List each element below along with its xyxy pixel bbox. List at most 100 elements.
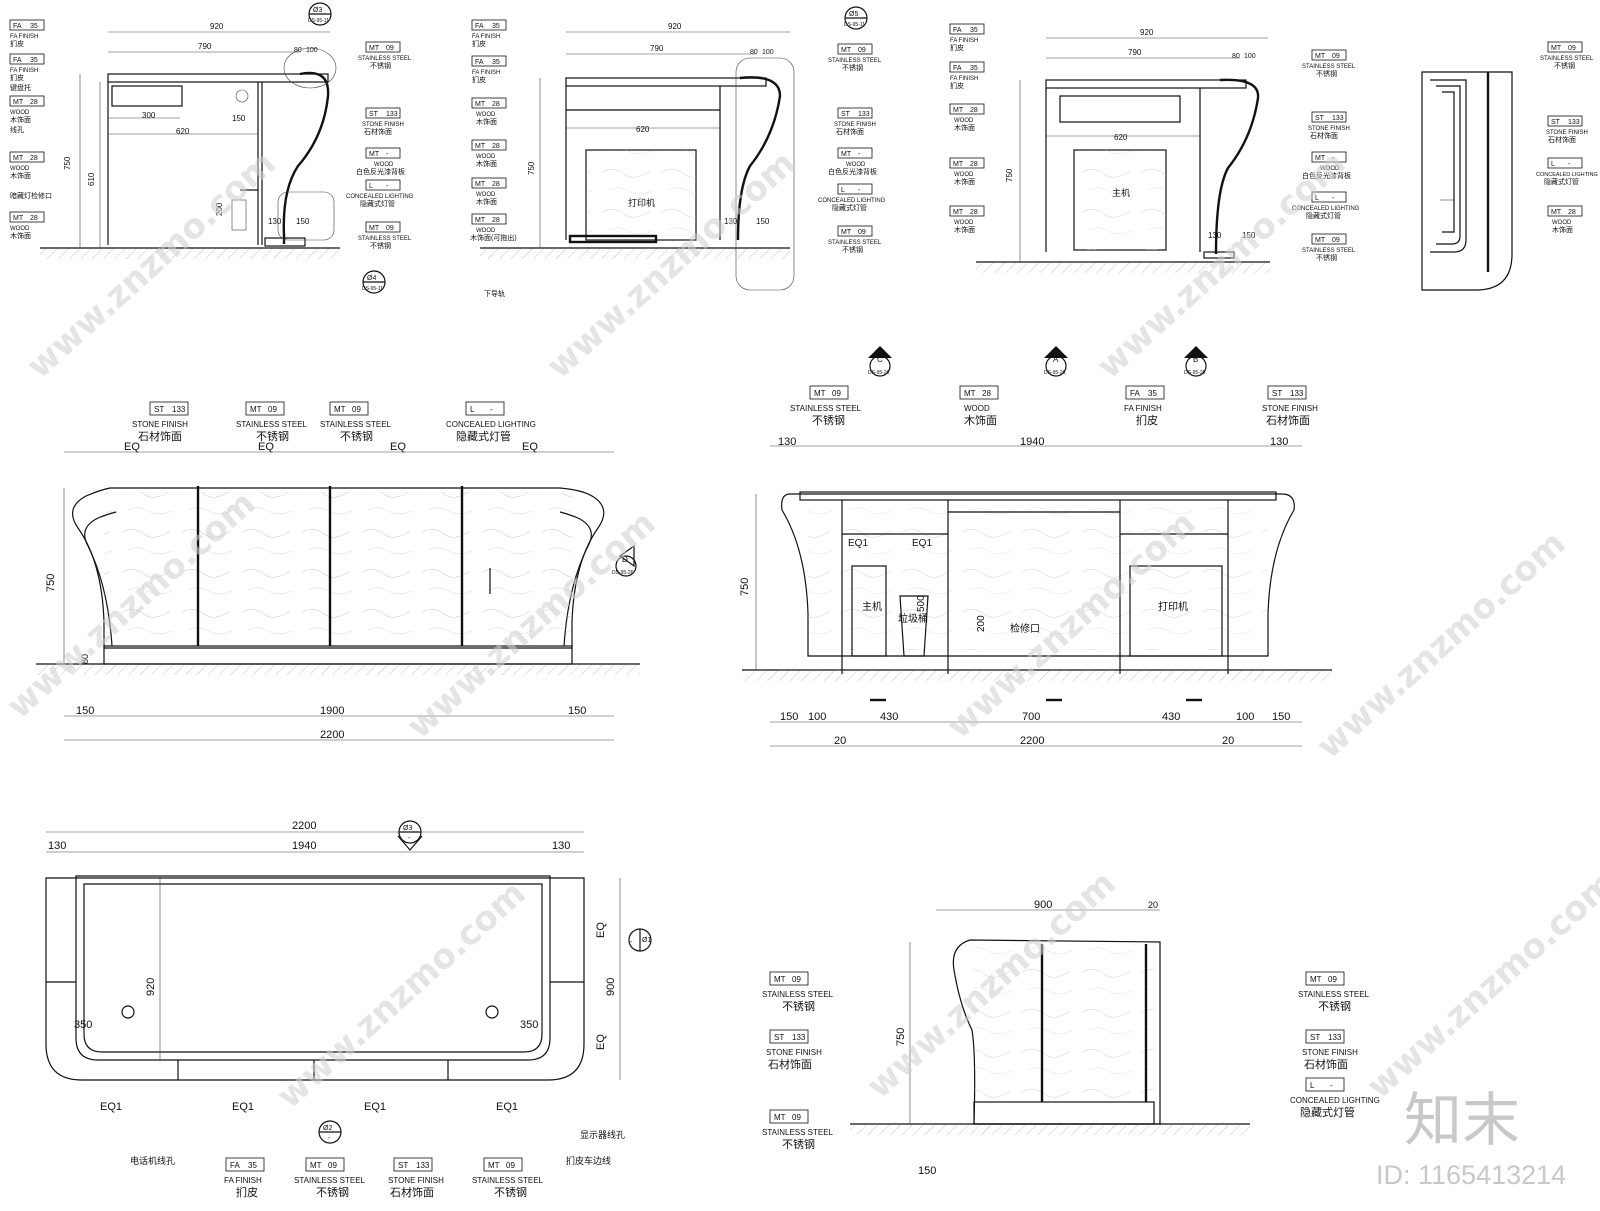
label-wood-pull: 木饰面(可拖出) bbox=[470, 233, 517, 242]
dim-150-v2: 150 bbox=[756, 217, 770, 226]
svg-text:133: 133 bbox=[416, 1161, 430, 1170]
svg-text:WOOD: WOOD bbox=[10, 166, 30, 172]
dim-790-v2: 790 bbox=[650, 44, 664, 53]
svg-text:-: - bbox=[386, 151, 389, 158]
dim-500-be: 500 bbox=[916, 595, 927, 612]
svg-text:MT: MT bbox=[953, 107, 964, 114]
svg-text:DS-95-11: DS-95-11 bbox=[844, 22, 865, 28]
svg-text:MT: MT bbox=[334, 405, 346, 414]
svg-text:133: 133 bbox=[1290, 389, 1304, 398]
svg-text:DS-95-11: DS-95-11 bbox=[308, 18, 329, 24]
svg-text:MT: MT bbox=[250, 405, 262, 414]
svg-text:FA: FA bbox=[953, 65, 962, 72]
dim-150: 150 bbox=[232, 114, 246, 123]
svg-text:木饰面: 木饰面 bbox=[10, 115, 31, 124]
back-elevation: 主机 垃圾桶 检修口 打印机 130 1940 130 EQ1 EQ1 150 … bbox=[739, 346, 1332, 747]
svg-text:09: 09 bbox=[386, 45, 394, 52]
svg-text:木饰面: 木饰面 bbox=[10, 231, 31, 240]
svg-text:木饰面: 木饰面 bbox=[954, 177, 975, 186]
dim-200-be: 200 bbox=[976, 615, 987, 632]
svg-text:MT: MT bbox=[369, 225, 380, 232]
svg-text:不锈钢: 不锈钢 bbox=[370, 61, 391, 70]
svg-text:-: - bbox=[858, 151, 861, 158]
svg-text:FA FINISH: FA FINISH bbox=[950, 76, 978, 82]
svg-text:35: 35 bbox=[492, 59, 500, 66]
svg-text:WOOD: WOOD bbox=[10, 110, 30, 116]
dim-1940-be: 1940 bbox=[1020, 436, 1044, 448]
label-access: 检修口 bbox=[1010, 622, 1040, 635]
svg-text:MT: MT bbox=[1551, 45, 1562, 52]
svg-text:28: 28 bbox=[492, 181, 500, 188]
dim-750: 750 bbox=[63, 156, 72, 170]
svg-text:WOOD: WOOD bbox=[10, 226, 30, 232]
svg-text:MT: MT bbox=[13, 155, 24, 162]
svg-text:STAINLESS STEEL: STAINLESS STEEL bbox=[320, 420, 392, 429]
dim-20-be-r: 20 bbox=[1222, 735, 1234, 747]
svg-text:133: 133 bbox=[386, 111, 398, 118]
svg-text:DS-95-26: DS-95-26 bbox=[1184, 370, 1206, 376]
svg-text:133: 133 bbox=[792, 1033, 806, 1042]
svg-text:木饰面: 木饰面 bbox=[10, 171, 31, 180]
svg-text:MT: MT bbox=[475, 101, 486, 108]
svg-text:木饰面: 木饰面 bbox=[476, 197, 497, 206]
svg-text:28: 28 bbox=[970, 107, 978, 114]
svg-text:MT: MT bbox=[475, 217, 486, 224]
dim-750-be: 750 bbox=[739, 578, 751, 596]
dim-20-se: 20 bbox=[1148, 900, 1158, 910]
svg-text:STAINLESS STEEL: STAINLESS STEEL bbox=[358, 56, 412, 62]
svg-text:FA: FA bbox=[475, 23, 484, 30]
svg-text:扪皮: 扪皮 bbox=[472, 75, 486, 84]
dim-130-be-r: 130 bbox=[1270, 436, 1288, 448]
svg-text:09: 09 bbox=[268, 405, 277, 414]
dim-80: 80 bbox=[294, 47, 302, 54]
svg-text:STAINLESS STEEL: STAINLESS STEEL bbox=[790, 404, 862, 413]
svg-text:Ø4: Ø4 bbox=[367, 275, 376, 282]
svg-text:WOOD: WOOD bbox=[374, 162, 394, 168]
label-printer-2: 打印机 bbox=[1158, 600, 1188, 613]
svg-text:WOOD: WOOD bbox=[476, 228, 496, 234]
svg-text:隐藏式灯管: 隐藏式灯管 bbox=[1544, 177, 1579, 186]
svg-text:石材饰面: 石材饰面 bbox=[836, 127, 864, 136]
svg-text:-: - bbox=[630, 939, 633, 946]
watermark-10: www.znzmo.com bbox=[1359, 863, 1600, 1106]
svg-text:石材饰面: 石材饰面 bbox=[1266, 413, 1310, 427]
svg-text:L: L bbox=[369, 183, 373, 190]
svg-text:STAINLESS STEEL: STAINLESS STEEL bbox=[1302, 64, 1356, 70]
svg-text:FA FINISH: FA FINISH bbox=[472, 70, 500, 76]
svg-text:隐藏式灯管: 隐藏式灯管 bbox=[456, 429, 511, 443]
svg-text:STONE FINISH: STONE FINISH bbox=[766, 1048, 822, 1057]
eq-2: EQ bbox=[258, 441, 274, 453]
eq-4: EQ bbox=[522, 441, 538, 453]
svg-text:ST: ST bbox=[841, 111, 851, 118]
dim-300: 300 bbox=[142, 111, 156, 120]
svg-text:MT: MT bbox=[841, 47, 852, 54]
dim-920-v3: 920 bbox=[1140, 28, 1154, 37]
section-symbol-a: ADS-95-26 bbox=[1044, 346, 1068, 377]
eq1-be-a: EQ1 bbox=[848, 538, 868, 549]
svg-text:不锈钢: 不锈钢 bbox=[812, 414, 845, 427]
eq1-plan-4: EQ1 bbox=[496, 1101, 518, 1113]
svg-text:STAINLESS STEEL: STAINLESS STEEL bbox=[828, 240, 882, 246]
dim-620-v3: 620 bbox=[1114, 133, 1128, 142]
svg-text:WOOD: WOOD bbox=[476, 192, 496, 198]
watermark-1: www.znzmo.com bbox=[19, 143, 283, 386]
svg-text:35: 35 bbox=[970, 27, 978, 34]
